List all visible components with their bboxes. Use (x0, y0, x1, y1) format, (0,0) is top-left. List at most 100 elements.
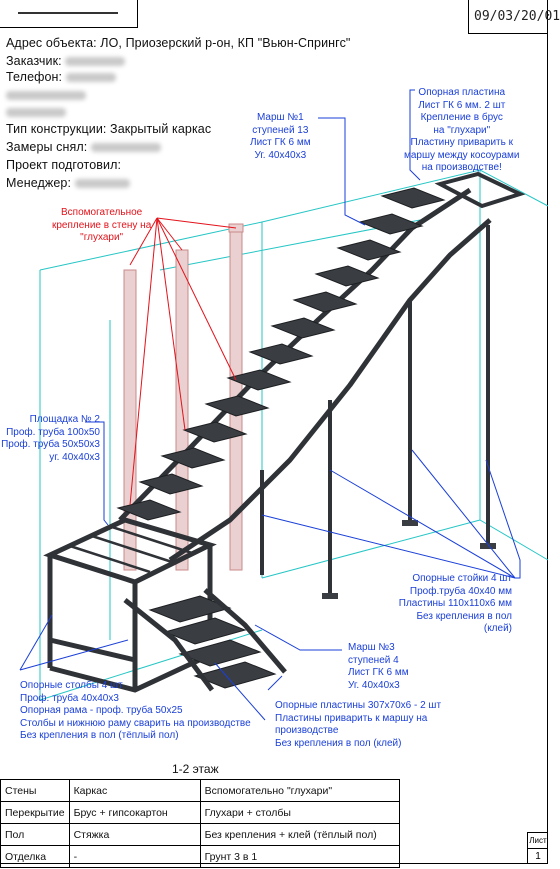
redacted-text (6, 91, 86, 101)
step (270, 317, 336, 339)
phone-label: Телефон: (6, 70, 63, 84)
note-line: Лист ГК 6 мм (250, 137, 311, 148)
step (163, 617, 247, 645)
wall-outlines (39, 169, 549, 701)
leader-columns (214, 662, 266, 721)
step (248, 343, 314, 365)
step (358, 213, 424, 235)
table-cell: Стены (0, 779, 70, 802)
note-line: (клей) (483, 623, 512, 634)
note-line: Вспомогательное (61, 207, 143, 218)
redacted-text (6, 108, 66, 118)
leader-landing2 (85, 421, 109, 526)
note-line: Крепление в брус (420, 112, 503, 123)
prepared-line: Проект подготовил: (6, 158, 122, 172)
note-line: Столбы и нижнюю раму сварить на производ… (20, 717, 251, 729)
sheet-number: 1 (535, 851, 541, 862)
step (160, 447, 226, 469)
table-cell: Вспомогательно "глухари" (199, 779, 400, 802)
note-line: производстве (275, 725, 339, 736)
landing-joist (91, 534, 173, 564)
sheet-label: Лист (528, 833, 548, 849)
sheet-number-box: Лист 1 (527, 832, 548, 864)
note-line: на "глухари" (433, 124, 491, 136)
note-line: ступеней 4 (348, 654, 399, 666)
note-line: Пластины 110х110х6 мм (398, 598, 512, 609)
aux-mount-note: Вспомогательное крепление в стену на "гл… (52, 207, 151, 245)
date-box (468, 0, 548, 34)
leader-posts (411, 449, 516, 579)
wall-line (261, 519, 481, 579)
manager-label: Менеджер: (6, 176, 72, 190)
note-line: на производстве! (421, 162, 502, 173)
note-line: Без крепления в пол (тёплый пол) (20, 730, 179, 741)
customer-label: Заказчик: (6, 54, 62, 68)
landing-joist (69, 544, 151, 574)
support-plates-note: Опорные пластины 307х70х6 - 2 шт Пластин… (275, 700, 441, 750)
table-cell: Каркас (68, 779, 201, 802)
note-line: Проф. труба 40х40х3 (20, 692, 119, 704)
note-line: крепление в стену на (52, 219, 152, 231)
march3-stringers (123, 588, 287, 692)
landing-frame (434, 171, 526, 209)
spec-table: Стены Каркас Вспомогательно "глухари" Пе… (0, 779, 400, 868)
step (148, 595, 232, 623)
construction-type-line: Тип конструкции: Закрытый каркас (6, 122, 212, 136)
redacted-manager (74, 179, 130, 189)
phone-line: Телефон: (6, 70, 116, 84)
march3-note: Марш №3 ступеней 4 Лист ГК 6 мм Уг. 40х4… (348, 642, 409, 692)
step (178, 639, 262, 667)
leader-posts (261, 514, 516, 579)
note-line: Проф.труба 40х40 мм (409, 585, 512, 597)
leader-aux (156, 217, 237, 381)
redacted-measurer (90, 143, 161, 153)
step (314, 265, 380, 287)
leader-aux (156, 217, 237, 229)
note-line: Опорные пластины 307х70х6 - 2 шт (275, 700, 442, 711)
note-line: "глухари" (80, 232, 124, 243)
step (226, 369, 292, 391)
redacted-customer (65, 57, 126, 67)
blue-leaders (19, 89, 521, 721)
table-cell: - (68, 845, 201, 868)
table-cell: Без крепления + клей (тёплый пол) (199, 823, 400, 846)
stringer-right (168, 218, 492, 563)
post-plate (402, 520, 418, 526)
leader-aux (156, 217, 183, 251)
measured-line: Замеры снял: (6, 140, 161, 154)
note-line: уг. 40х40х3 (49, 451, 100, 463)
note-line: Площадка № 2 (29, 414, 100, 425)
note-line: Марш №1 (256, 112, 304, 123)
note-line: Пластины приварить к маршу на (275, 712, 428, 724)
support-posts (260, 225, 490, 598)
note-line: Без крепления в пол (416, 610, 512, 622)
note-line: ступеней 13 (252, 124, 309, 136)
address-line: Адрес объекта: ЛО, Приозерский р-он, КП … (6, 36, 351, 50)
step (204, 395, 270, 417)
wall-line (479, 170, 549, 561)
red-leaders (129, 217, 237, 506)
leader-posts (485, 459, 521, 579)
table-row: Перекрытие Брус + гипсокартон Глухари + … (0, 801, 400, 824)
post-plate (480, 543, 496, 549)
landing-bottom-frame (49, 652, 212, 693)
step (336, 239, 402, 261)
note-line: Уг. 40х40х3 (348, 679, 400, 691)
note-line: Опорная рама - проф. труба 50х25 (20, 705, 183, 716)
redacted-phone (65, 73, 116, 83)
support-columns-note: Опорные столбы 4 шт Проф. труба 40х40х3 … (20, 680, 251, 743)
note-line: Пластину приварить к (410, 137, 513, 148)
table-cell: Перекрытие (0, 801, 70, 824)
leader-posts (329, 469, 516, 579)
measured-label: Замеры снял: (6, 140, 88, 154)
top-landing (434, 171, 526, 209)
step (182, 421, 248, 443)
table-cell: Пол (0, 823, 70, 846)
leader-aux (129, 217, 158, 266)
march3-steps (148, 595, 277, 689)
note-line: маршу между косоурами (404, 149, 520, 161)
table-cell: Грунт 3 в 1 (199, 845, 400, 868)
step (380, 187, 446, 209)
stamp-scribble (18, 12, 118, 14)
